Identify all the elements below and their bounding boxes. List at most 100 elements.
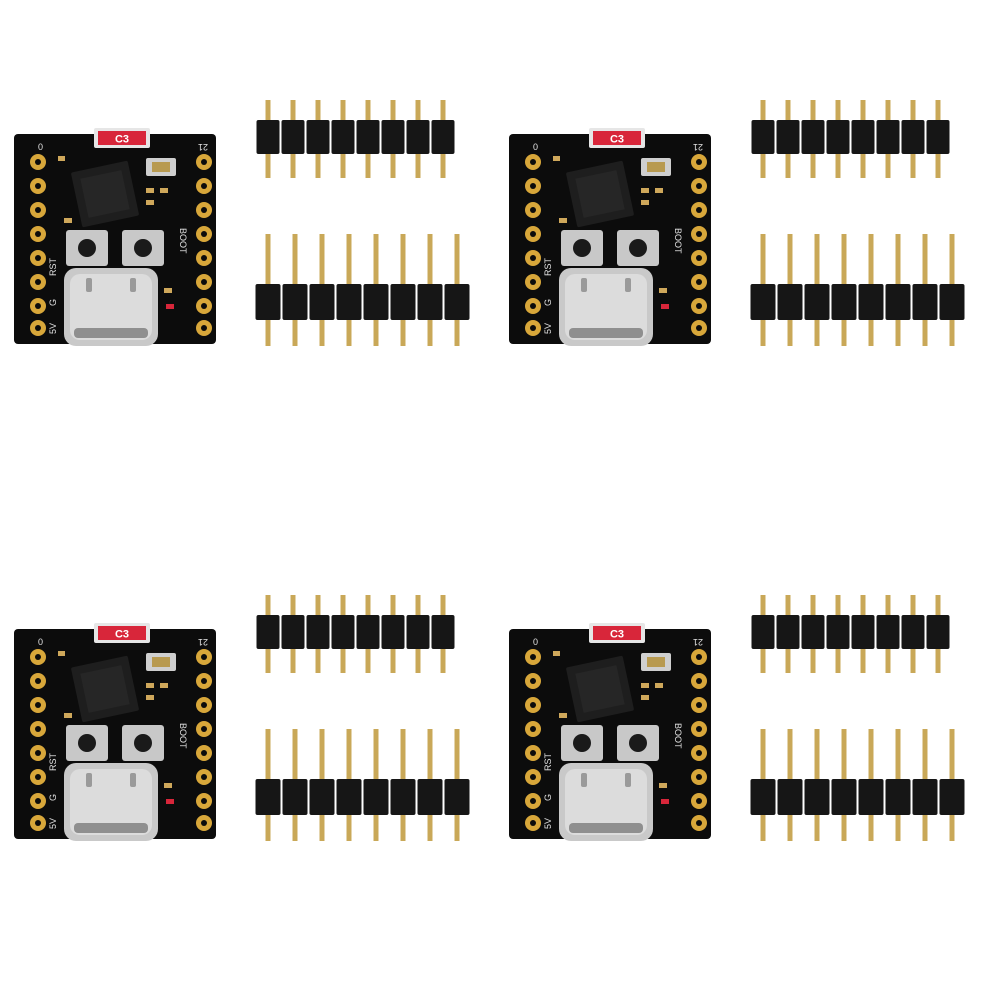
boot-label: BOOT [673, 723, 683, 749]
rst-label: RST [543, 752, 553, 771]
gnd-label: G [543, 299, 553, 306]
header-block [926, 120, 950, 154]
esp32-c3-board: C3 0 21 [14, 128, 216, 346]
rst-button [561, 725, 603, 761]
header-block [306, 615, 330, 649]
header-block [912, 284, 938, 320]
header-block [926, 615, 950, 649]
pin-header-short [254, 595, 466, 695]
header-block [336, 779, 362, 815]
left-pads [525, 649, 541, 831]
pin-header-long [252, 234, 478, 346]
5v-label: 5V [543, 818, 553, 829]
header-block [939, 779, 965, 815]
boot-button [617, 725, 659, 761]
usb-c-port [559, 268, 653, 346]
header-block [776, 615, 800, 649]
header-block [939, 284, 965, 320]
header-block [363, 779, 389, 815]
antenna-chip: C3 [589, 128, 645, 148]
header-block [885, 284, 911, 320]
pin-label-0: 0 [38, 637, 43, 647]
header-block [858, 284, 884, 320]
rst-button [561, 230, 603, 266]
header-block [912, 779, 938, 815]
antenna-label: C3 [115, 134, 129, 146]
header-block [256, 615, 280, 649]
usb-c-port [64, 763, 158, 841]
header-block [804, 284, 830, 320]
pin-label-21: 21 [693, 142, 703, 152]
header-block [331, 120, 355, 154]
pin-header-long [747, 729, 973, 841]
5v-label: 5V [48, 323, 58, 334]
header-block [282, 284, 308, 320]
header-block [390, 284, 416, 320]
header-block [826, 120, 850, 154]
pin-label-21: 21 [198, 637, 208, 647]
dev-board-kit: C3 0 21 [495, 0, 990, 495]
usb-c-port [559, 763, 653, 841]
header-block [363, 284, 389, 320]
header-block [381, 120, 405, 154]
header-block [751, 120, 775, 154]
header-block [777, 779, 803, 815]
header-block [901, 615, 925, 649]
header-block [444, 284, 470, 320]
header-block [406, 120, 430, 154]
header-block [776, 120, 800, 154]
header-block [431, 120, 455, 154]
pin-header-short [749, 100, 961, 200]
pin-label-0: 0 [38, 142, 43, 152]
mcu-chip [71, 160, 139, 228]
rst-button [66, 230, 108, 266]
header-block [356, 120, 380, 154]
header-block [801, 120, 825, 154]
boot-label: BOOT [178, 228, 188, 254]
header-block [336, 284, 362, 320]
antenna-label: C3 [610, 629, 624, 641]
boot-button [617, 230, 659, 266]
header-block [431, 615, 455, 649]
header-block [885, 779, 911, 815]
boot-button [122, 725, 164, 761]
pin-header-short [254, 100, 466, 200]
header-block [309, 284, 335, 320]
header-block [858, 779, 884, 815]
header-block [901, 120, 925, 154]
header-block [851, 120, 875, 154]
header-block [390, 779, 416, 815]
header-block [826, 615, 850, 649]
pin-header-long [252, 729, 478, 841]
pin-label-0: 0 [533, 637, 538, 647]
header-block [801, 615, 825, 649]
antenna-chip: C3 [94, 128, 150, 148]
gnd-label: G [48, 299, 58, 306]
header-block [381, 615, 405, 649]
rst-label: RST [543, 257, 553, 276]
esp32-c3-board: C3 0 21 [14, 623, 216, 841]
5v-label: 5V [48, 818, 58, 829]
mcu-chip [71, 655, 139, 723]
header-block [444, 779, 470, 815]
header-block [417, 779, 443, 815]
pin-label-21: 21 [693, 637, 703, 647]
esp32-c3-board: C3 0 21 [509, 623, 711, 841]
header-block [777, 284, 803, 320]
pin-label-0: 0 [533, 142, 538, 152]
rst-label: RST [48, 752, 58, 771]
header-block [281, 615, 305, 649]
header-block [750, 284, 776, 320]
header-block [751, 615, 775, 649]
dev-board-kit: C3 0 21 [0, 0, 495, 495]
header-block [831, 284, 857, 320]
header-block [417, 284, 443, 320]
mcu-chip [566, 655, 634, 723]
antenna-label: C3 [115, 629, 129, 641]
usb-c-port [64, 268, 158, 346]
dev-board-kit: C3 0 21 [495, 495, 990, 990]
antenna-chip: C3 [94, 623, 150, 643]
header-block [309, 779, 335, 815]
header-block [331, 615, 355, 649]
header-block [282, 779, 308, 815]
